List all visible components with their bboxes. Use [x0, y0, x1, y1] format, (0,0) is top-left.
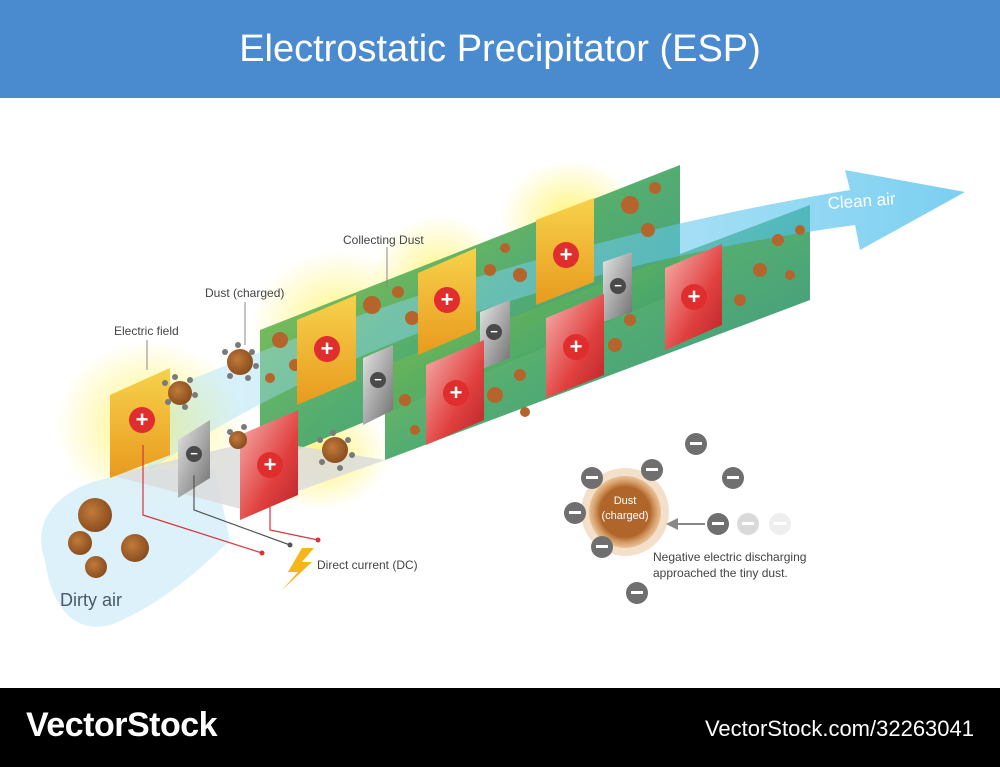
dirty-air-label: Dirty air — [60, 590, 122, 610]
plus-badge: + — [257, 452, 283, 478]
svg-text:−: − — [614, 278, 622, 293]
svg-text:+: + — [450, 380, 463, 405]
plus-badge: + — [443, 380, 469, 406]
dust-charged-label: Dust (charged) — [205, 286, 284, 300]
plus-badge: + — [563, 334, 589, 360]
source-url: VectorStock.com/32263041 — [704, 716, 974, 741]
svg-text:+: + — [441, 287, 454, 312]
negative-discharge-line2: approached the tiny dust. — [653, 566, 788, 580]
watermark-footer: VectorStock VectorStock.com/32263041 — [0, 688, 1000, 767]
dc-wiring — [142, 445, 319, 554]
svg-text:+: + — [136, 407, 149, 432]
page-title: Electrostatic Precipitator (ESP) — [239, 27, 761, 70]
direct-current-label: Direct current (DC) — [317, 558, 418, 572]
electric-field-label: Electric field — [114, 324, 179, 338]
esp-illustration: + + + + + + + + − − − − — [41, 160, 965, 627]
svg-text:−: − — [490, 324, 498, 339]
title-bar: Electrostatic Precipitator (ESP) — [0, 0, 1000, 98]
plus-badge: + — [553, 242, 579, 268]
plus-badge: + — [681, 284, 707, 310]
clean-air-label: Clean air — [827, 189, 897, 213]
dirty-air-dust — [68, 498, 149, 578]
esp-diagram: + + + + + + + + − − − − — [0, 98, 1000, 688]
collected-dust-particles — [265, 182, 805, 435]
negative-discharge-line1: Negative electric discharging — [653, 550, 806, 564]
collecting-dust-label: Collecting Dust — [343, 233, 424, 247]
plus-badge: + — [314, 336, 340, 362]
svg-text:+: + — [264, 452, 277, 477]
air-stream — [120, 170, 965, 470]
svg-text:+: + — [321, 336, 334, 361]
lightning-bolt-icon — [282, 548, 314, 590]
svg-text:−: − — [374, 372, 382, 387]
svg-text:+: + — [688, 284, 701, 309]
positive-symbols: + + + + + + + + — [129, 242, 707, 478]
svg-text:+: + — [560, 242, 573, 267]
svg-text:+: + — [570, 334, 583, 359]
brand-logo: VectorStock — [26, 706, 218, 744]
plus-badge: + — [129, 407, 155, 433]
zoom-dust-label: Dust — [614, 495, 637, 507]
label-leaders — [146, 247, 388, 370]
plus-badge: + — [434, 287, 460, 313]
svg-text:−: − — [190, 446, 198, 461]
negative-symbols: − − − − — [186, 278, 626, 462]
charged-dust-zoom — [564, 433, 791, 604]
zoom-charged-label: (charged) — [601, 510, 648, 522]
charged-dust-particles — [162, 342, 355, 471]
